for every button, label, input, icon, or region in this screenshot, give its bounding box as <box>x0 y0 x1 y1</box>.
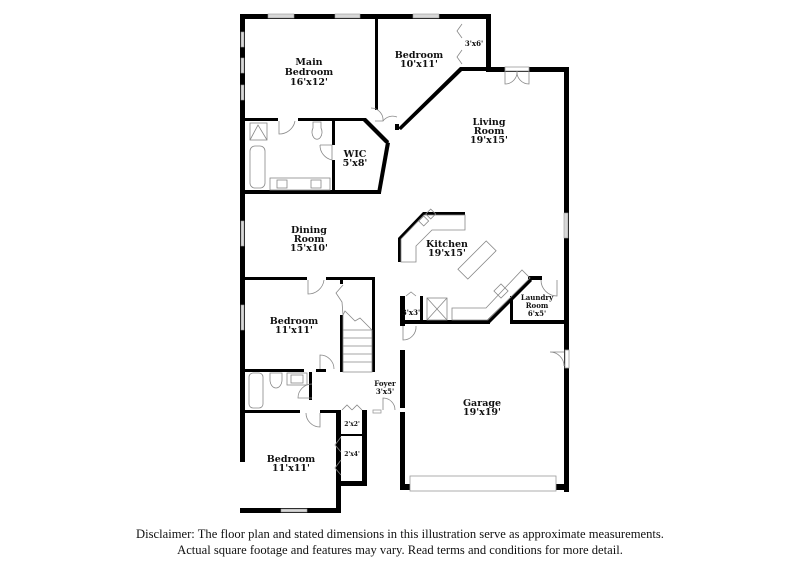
room-label-bedroom-sw: Bedroom 11'x11' <box>267 454 315 474</box>
floor-plan: Main Bedroom 16'x12' Bedroom 10'x11' 3'x… <box>240 13 570 513</box>
room-label-kitchen: Kitchen 19'x15' <box>426 239 468 259</box>
svg-text:5'x8': 5'x8' <box>343 158 368 169</box>
disclaimer-line-2: Actual square footage and features may v… <box>177 543 623 557</box>
walls <box>240 14 569 513</box>
svg-text:Room: Room <box>474 126 505 137</box>
svg-text:10'x11': 10'x11' <box>400 59 438 70</box>
svg-text:11'x11': 11'x11' <box>272 463 310 474</box>
svg-text:11'x11': 11'x11' <box>275 325 313 336</box>
room-label-closet-2x2: 2'x2' <box>344 421 360 428</box>
svg-text:16'x12': 16'x12' <box>290 77 328 88</box>
svg-text:Room: Room <box>526 301 549 310</box>
disclaimer: Disclaimer: The floor plan and stated di… <box>0 526 800 558</box>
disclaimer-line-1: Disclaimer: The floor plan and stated di… <box>136 527 664 541</box>
room-label-wic: WIC 5'x8' <box>343 149 368 169</box>
svg-text:Living: Living <box>473 117 506 128</box>
room-label-main-bedroom: Main Bedroom 16'x12' <box>285 57 333 88</box>
svg-text:Room: Room <box>294 234 325 245</box>
svg-text:Bedroom: Bedroom <box>395 50 443 61</box>
room-label-foyer: Foyer 3'x5' <box>374 379 396 396</box>
room-label-bedroom-ne: Bedroom 10'x11' <box>395 50 443 70</box>
svg-text:Laundry: Laundry <box>521 293 554 302</box>
svg-text:Foyer: Foyer <box>374 379 396 388</box>
svg-text:Garage: Garage <box>463 398 501 409</box>
svg-text:Dining: Dining <box>291 225 327 236</box>
room-label-pantry: 3'x3' <box>402 308 420 317</box>
svg-text:3'x5': 3'x5' <box>376 387 394 396</box>
svg-text:Bedroom: Bedroom <box>270 316 318 327</box>
svg-text:Main: Main <box>295 57 322 68</box>
svg-text:19'x15': 19'x15' <box>470 135 508 146</box>
room-label-garage: Garage 19'x19' <box>463 398 501 418</box>
svg-text:WIC: WIC <box>343 149 367 160</box>
room-label-closet-2x4: 2'x4' <box>344 451 360 458</box>
svg-text:6'x5': 6'x5' <box>528 309 546 318</box>
svg-text:Bedroom: Bedroom <box>285 67 333 78</box>
svg-text:Kitchen: Kitchen <box>426 239 468 250</box>
room-label-closet-ne: 3'x6' <box>465 39 483 48</box>
room-label-dining-room: Dining Room 15'x10' <box>290 225 328 254</box>
windows <box>240 13 569 513</box>
svg-text:Bedroom: Bedroom <box>267 454 315 465</box>
fixtures <box>248 121 531 409</box>
doors <box>278 23 570 492</box>
svg-text:15'x10': 15'x10' <box>290 243 328 254</box>
room-labels: Main Bedroom 16'x12' Bedroom 10'x11' 3'x… <box>267 39 554 474</box>
staircase <box>342 310 373 373</box>
room-label-living-room: Living Room 19'x15' <box>470 117 508 146</box>
svg-text:19'x15': 19'x15' <box>428 248 466 259</box>
svg-text:19'x19': 19'x19' <box>463 407 501 418</box>
room-label-laundry-room: Laundry Room 6'x5' <box>521 293 554 318</box>
room-label-bedroom-mid: Bedroom 11'x11' <box>270 316 318 336</box>
